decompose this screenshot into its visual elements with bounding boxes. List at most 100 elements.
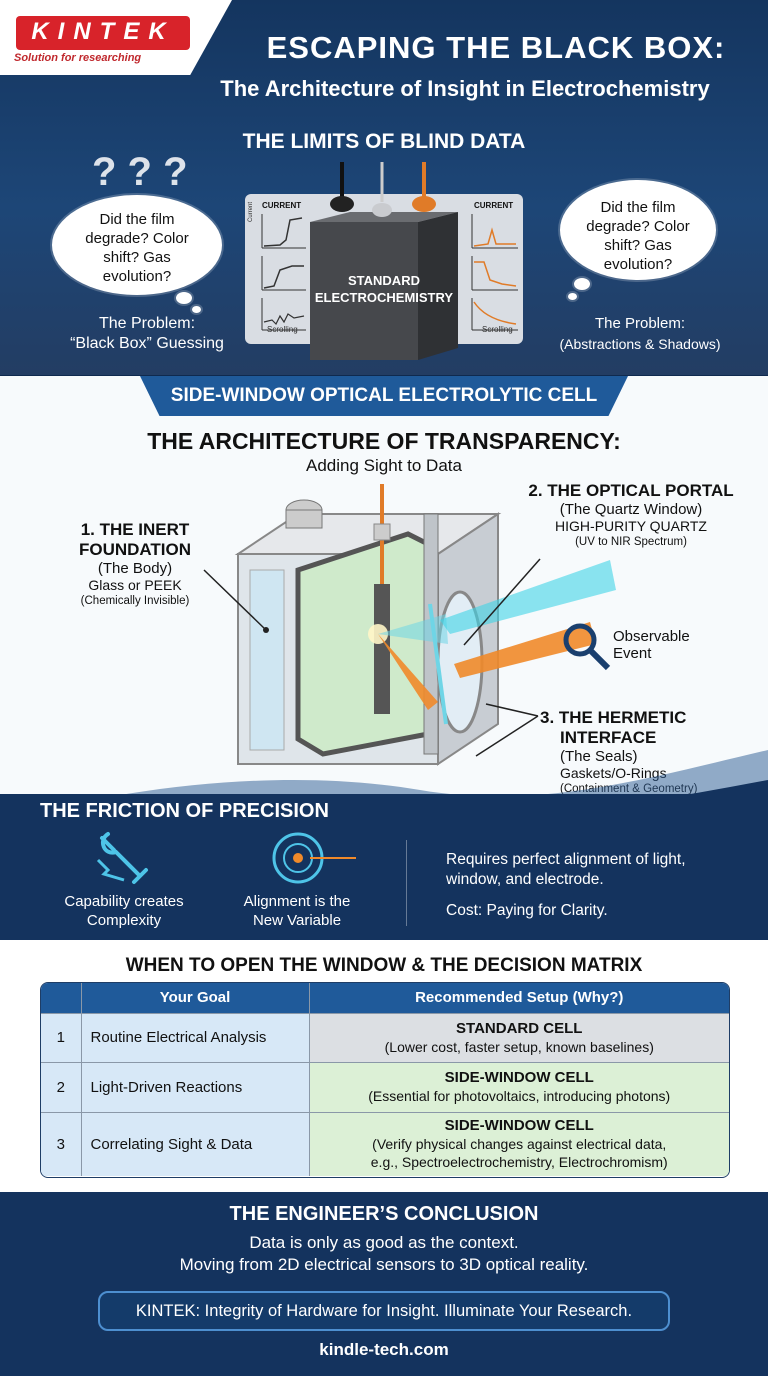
rec-setup: SIDE-WINDOW CELL: [444, 1069, 594, 1086]
row-goal: Light-Driven Reactions: [81, 1061, 310, 1112]
rec-setup: SIDE-WINDOW CELL: [444, 1117, 594, 1135]
matrix-title: WHEN TO OPEN THE WINDOW & THE DECISION M…: [125, 955, 643, 976]
row-recommendation: STANDARD CELL (Lower cost, faster setup,…: [309, 1012, 729, 1062]
mini-chart-header-left: CURRENT: [262, 201, 302, 210]
axis-label: Current: [248, 201, 254, 222]
brand-logo[interactable]: KINTEK: [16, 16, 190, 50]
axis-label: Scrolling: [267, 325, 298, 334]
callout-inert-foundation: 1. THE INERT FOUNDATION (The Body) Glass…: [50, 520, 220, 609]
table-row: 1 Routine Electrical Analysis STANDARD C…: [41, 1012, 729, 1062]
friction-text: Requires perfect alignment of light, win…: [446, 851, 686, 888]
table-row: 2 Light-Driven Reactions SIDE-WINDOW CEL…: [41, 1061, 729, 1112]
friction-caption-1: Capability creates Complexity: [46, 892, 202, 930]
mini-charts-right: [471, 214, 518, 331]
black-box-label-line: STANDARD: [348, 273, 420, 288]
problem-line: (Abstractions & Shadows): [559, 336, 721, 352]
wrench-icon: [96, 832, 148, 884]
thought-bubble-dot: [192, 306, 201, 313]
problem-label-left: The Problem: “Black Box” Guessing: [52, 314, 242, 354]
black-box-label: STANDARD ELECTROCHEMISTRY: [300, 272, 468, 306]
decision-matrix: Your Goal Recommended Setup (Why?) 1 Rou…: [40, 982, 730, 1178]
leader-line: [463, 558, 541, 646]
question-marks-icon: ? ? ?: [92, 150, 188, 194]
conclusion-line: Data is only as good as the context.: [249, 1233, 519, 1252]
column-header-num: [41, 983, 82, 1013]
event-line: Observable: [613, 628, 690, 645]
row-number: 2: [41, 1061, 82, 1112]
row-number: 1: [41, 1012, 82, 1062]
friction-section: [0, 794, 768, 940]
architecture-subtitle: Adding Sight to Data: [306, 456, 462, 475]
section-title-limits: THE LIMITS OF BLIND DATA: [242, 130, 526, 153]
problem-line: “Black Box” Guessing: [70, 335, 224, 352]
table-header-row: Your Goal Recommended Setup (Why?): [41, 983, 729, 1013]
vertical-divider: [406, 840, 407, 926]
conclusion-section: [0, 1192, 768, 1376]
friction-title: THE FRICTION OF PRECISION: [40, 800, 329, 822]
thought-text-left: Did the film degrade? Color shift? Gas e…: [85, 211, 189, 285]
callout-body: Gaskets/O-Rings: [560, 765, 667, 781]
callout-heading: 3. THE HERMETIC: [540, 708, 687, 727]
leader-line: [475, 703, 539, 757]
table-row: 3 Correlating Sight & Data SIDE-WINDOW C…: [41, 1111, 729, 1176]
caption-line: Alignment is the: [243, 893, 351, 910]
black-box-cube: [310, 212, 458, 360]
row-goal: Routine Electrical Analysis: [81, 1012, 310, 1062]
callout-sub: (The Seals): [560, 748, 638, 765]
rec-why: (Lower cost, faster setup, known baselin…: [384, 1038, 654, 1055]
callout-optical-portal: 2. THE OPTICAL PORTAL (The Quartz Window…: [500, 481, 762, 550]
observable-event-label: Observable Event: [613, 628, 690, 662]
magnifier-icon: [563, 623, 611, 671]
architecture-title: THE ARCHITECTURE OF TRANSPARENCY:: [147, 428, 621, 454]
website-link[interactable]: kindle-tech.com: [319, 1340, 449, 1359]
thought-bubble-dot: [176, 292, 192, 304]
callout-small: (UV to NIR Spectrum): [575, 536, 687, 548]
conclusion-line: Moving from 2D electrical sensors to 3D …: [179, 1255, 589, 1274]
friction-caption-2: Alignment is the New Variable: [222, 892, 372, 930]
thought-cloud-left: [52, 195, 222, 295]
electrode-caps: [330, 162, 436, 217]
column-header-recommended: Recommended Setup (Why?): [309, 983, 729, 1013]
thought-bubble-dot: [574, 278, 590, 290]
brand-tagline-banner: KINTEK: Integrity of Hardware for Insigh…: [98, 1291, 670, 1331]
column-header-goal: Your Goal: [81, 983, 310, 1013]
page-title: ESCAPING THE BLACK BOX:: [266, 30, 726, 65]
thought-text-right: Did the film degrade? Color shift? Gas e…: [586, 199, 690, 273]
axis-label: Scrolling: [482, 325, 513, 334]
row-number: 3: [41, 1111, 82, 1176]
row-recommendation: SIDE-WINDOW CELL (Essential for photovol…: [309, 1061, 729, 1112]
callout-sub: (The Quartz Window): [559, 501, 703, 518]
leader-line: [203, 569, 269, 633]
problem-label-right: The Problem: (Abstractions & Shadows): [540, 314, 740, 354]
black-box-label-line: ELECTROCHEMISTRY: [314, 290, 454, 305]
friction-cost: Cost: Paying for Clarity.: [446, 902, 608, 919]
caption-line: Complexity: [86, 912, 162, 929]
target-icon: [272, 832, 356, 884]
row-goal: Correlating Sight & Data: [81, 1111, 310, 1176]
mini-charts-left: [261, 214, 306, 331]
caption-line: New Variable: [252, 912, 342, 929]
callout-body: Glass or PEEK: [88, 577, 182, 593]
rec-why: e.g., Spectroelectrochemistry, Electroch…: [370, 1154, 668, 1171]
section-ribbon: SIDE-WINDOW OPTICAL ELECTROLYTIC CELL: [140, 376, 628, 416]
rec-why: (Essential for photovoltaics, introducin…: [368, 1088, 671, 1104]
event-line: Event: [613, 645, 652, 662]
callout-heading: FOUNDATION: [78, 540, 192, 559]
light-beams: [440, 560, 616, 678]
rec-why: (Verify physical changes against electri…: [372, 1136, 667, 1153]
problem-line: The Problem:: [98, 315, 196, 332]
problem-line: The Problem:: [594, 315, 686, 332]
callout-body: HIGH-PURITY QUARTZ: [555, 518, 707, 534]
callout-heading: 1. THE INERT: [80, 520, 190, 539]
brand-tagline: Solution for researching: [14, 52, 142, 64]
thought-bubble-dot: [568, 293, 577, 300]
page-subtitle: The Architecture of Insight in Electroch…: [220, 76, 710, 101]
thought-cloud-right: [560, 180, 716, 280]
row-recommendation: SIDE-WINDOW CELL (Verify physical change…: [309, 1111, 729, 1176]
callout-heading: 2. THE OPTICAL PORTAL: [528, 481, 734, 500]
callout-sub: (The Body): [97, 560, 173, 577]
callout-small: (Chemically Invisible): [80, 595, 190, 607]
callout-heading: INTERFACE: [560, 728, 657, 747]
mini-chart-header-right: CURRENT: [474, 201, 514, 210]
conclusion-title: THE ENGINEER’S CONCLUSION: [229, 1203, 539, 1225]
